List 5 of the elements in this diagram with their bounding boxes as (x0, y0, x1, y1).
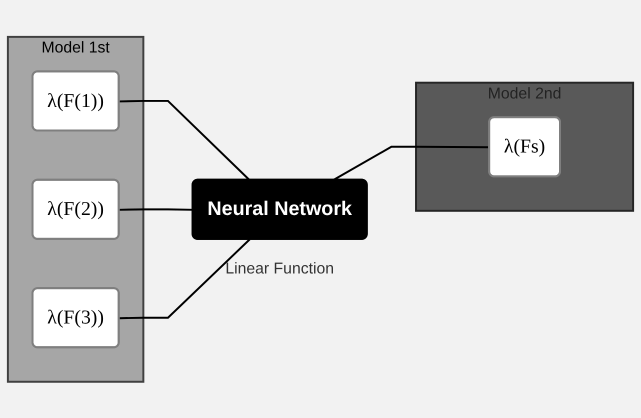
connector (332, 145, 490, 181)
node-label: Linear Function (225, 260, 334, 277)
connector (119, 208, 194, 210)
connector (119, 100, 250, 181)
connector (119, 238, 250, 319)
